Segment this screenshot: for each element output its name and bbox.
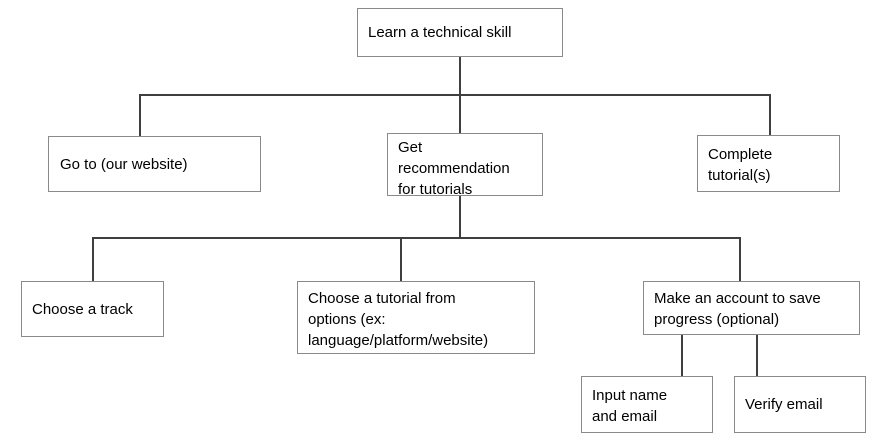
node-label: Choose a track xyxy=(32,300,133,318)
node-label-line: Choose a tutorial from xyxy=(308,290,456,307)
node-label-line: Make an account to save xyxy=(654,290,821,307)
node-label-line: Get xyxy=(398,139,423,156)
node-make-account: Make an account to save progress (option… xyxy=(643,281,860,335)
node-label: Go to (our website) xyxy=(60,155,188,173)
node-label: Learn a technical skill xyxy=(368,24,512,41)
node-label-line: progress (optional) xyxy=(654,311,780,328)
node-label-line: for tutorials xyxy=(398,181,473,198)
node-label: Verify email xyxy=(745,396,823,413)
node-label-line: Complete xyxy=(708,146,773,163)
node-get-recommendation: Get recommendation for tutorials xyxy=(387,133,543,198)
node-choose-track: Choose a track xyxy=(21,281,164,337)
node-input-name-email: Input name and email xyxy=(581,376,713,433)
node-label-line: tutorial(s) xyxy=(708,167,771,184)
node-label-line: Input name xyxy=(592,387,668,404)
node-label-line: language/platform/website) xyxy=(308,332,489,349)
node-choose-tutorial-options: Choose a tutorial from options (ex: lang… xyxy=(297,281,535,354)
node-go-to-website: Go to (our website) xyxy=(48,136,261,192)
node-complete-tutorials: Complete tutorial(s) xyxy=(697,135,840,192)
node-verify-email: Verify email xyxy=(734,376,866,433)
node-learn-technical-skill: Learn a technical skill xyxy=(357,8,563,57)
node-label-line: options (ex: xyxy=(308,311,386,328)
node-label-line: and email xyxy=(592,408,658,425)
node-label-line: recommendation xyxy=(398,160,510,177)
